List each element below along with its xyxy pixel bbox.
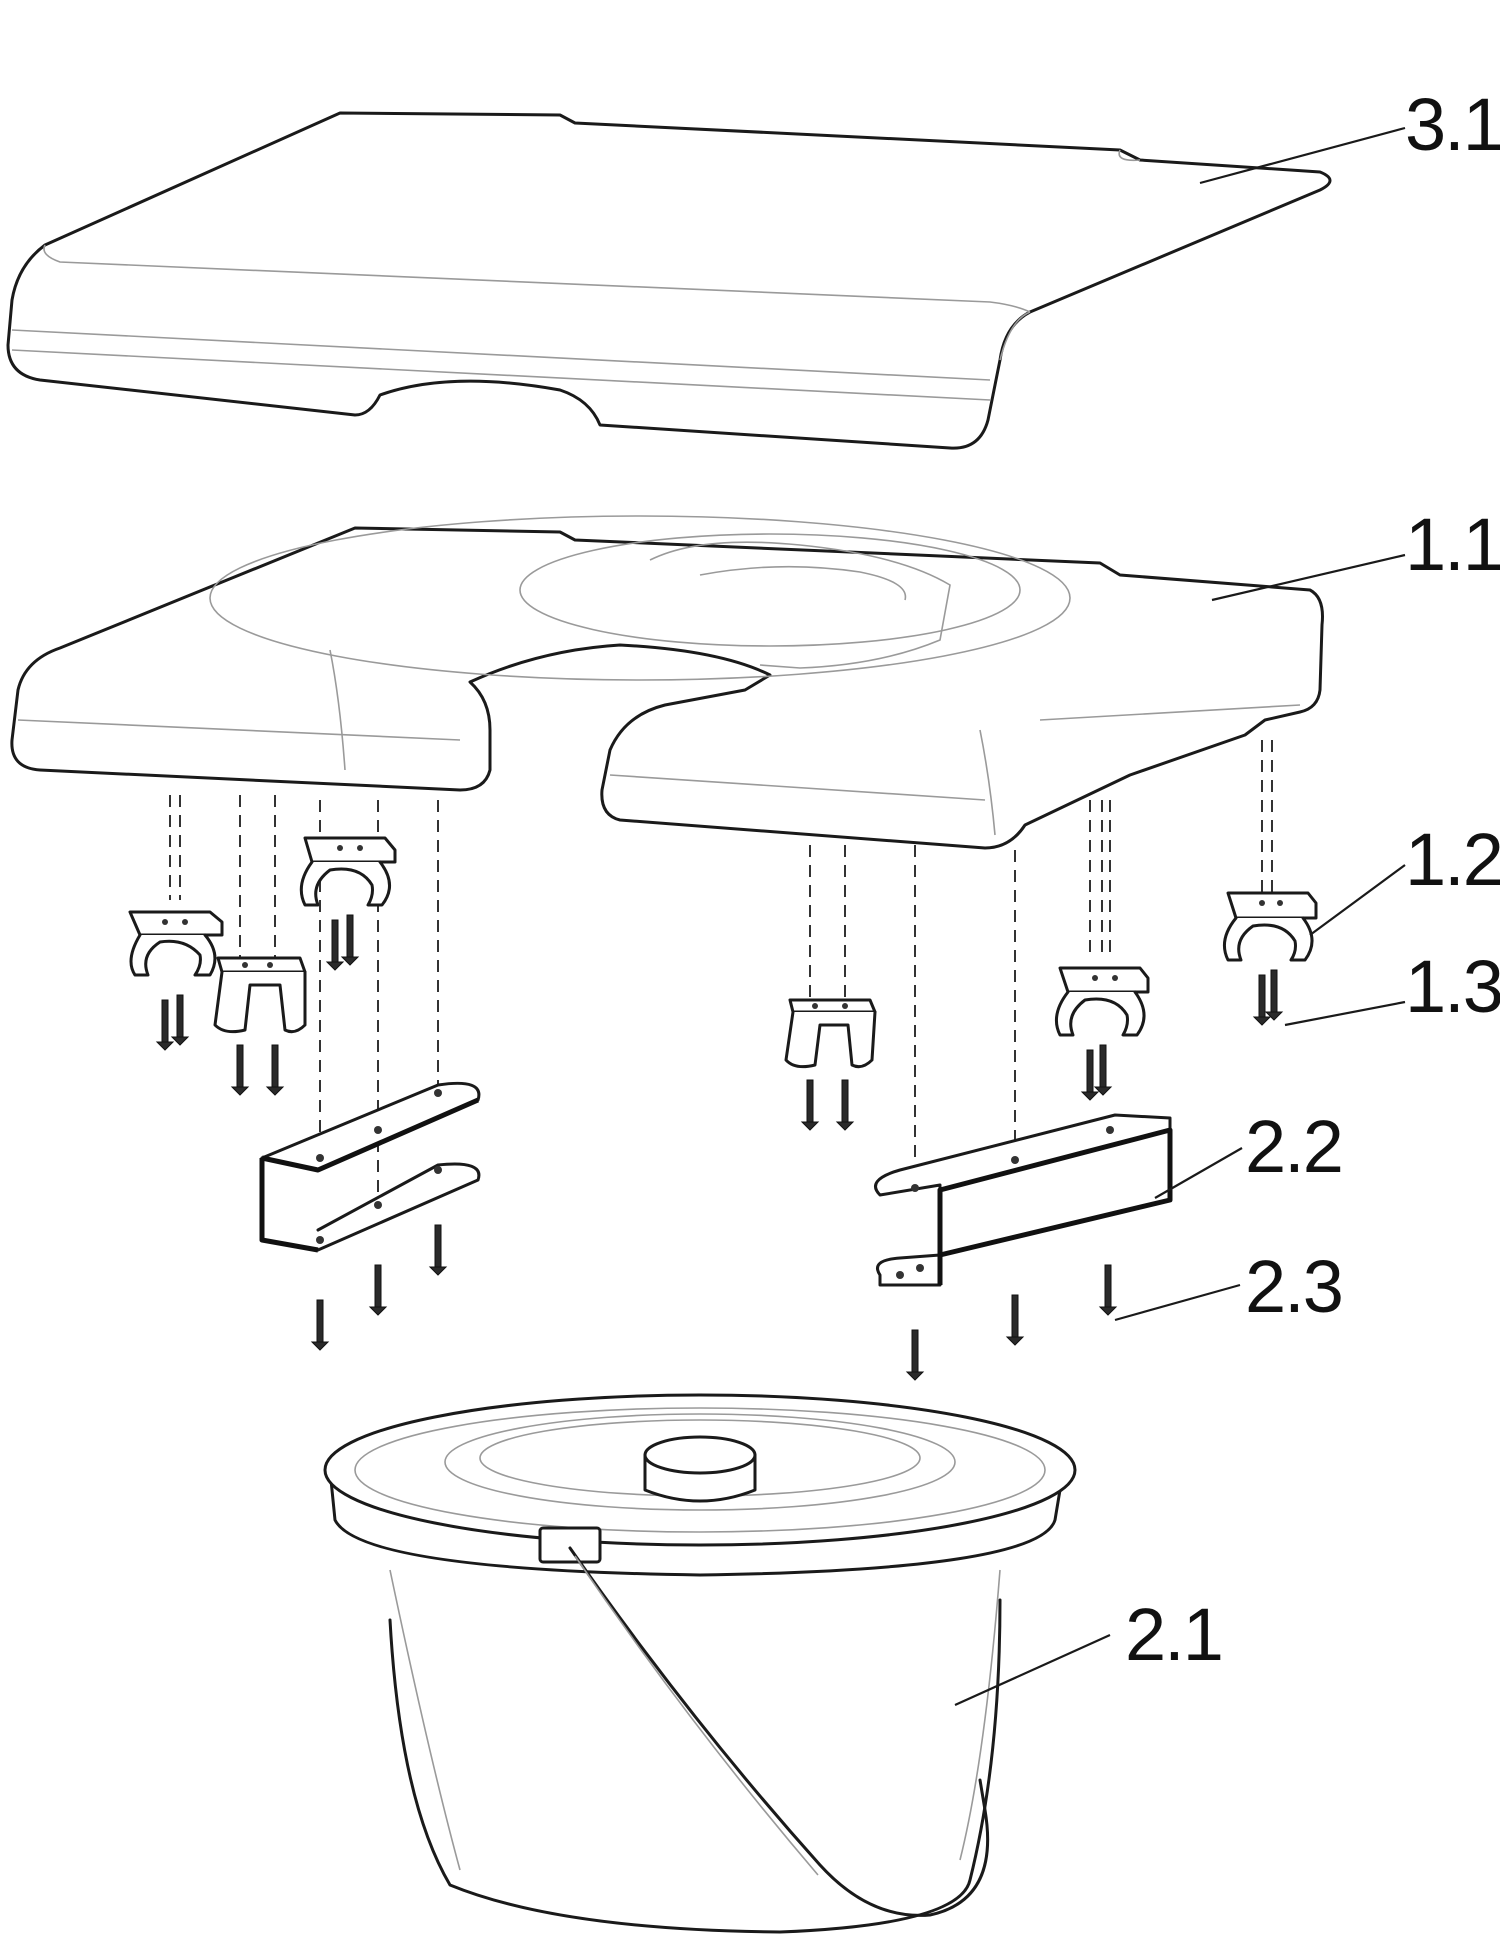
clip-parts [128,836,1318,1069]
callout-bracket: 2.2 [1245,1105,1342,1188]
callout-lid: 3.1 [1405,83,1500,166]
bucket-part [323,1393,1077,1934]
seat-part [10,515,1324,850]
screw-parts [155,914,1284,1381]
lid-part [6,111,1332,450]
callout-bracket-screw: 2.3 [1245,1245,1342,1328]
leader-lines [954,126,1406,1707]
callout-seat: 1.1 [1405,503,1500,586]
callout-clip: 1.2 [1405,818,1500,901]
callout-bucket: 2.1 [1125,1593,1222,1676]
bracket-parts [259,1081,1173,1287]
callout-clip-screw: 1.3 [1405,945,1500,1028]
callout-labels: 3.1 1.1 1.2 1.3 2.2 2.3 2.1 [1125,83,1500,1676]
